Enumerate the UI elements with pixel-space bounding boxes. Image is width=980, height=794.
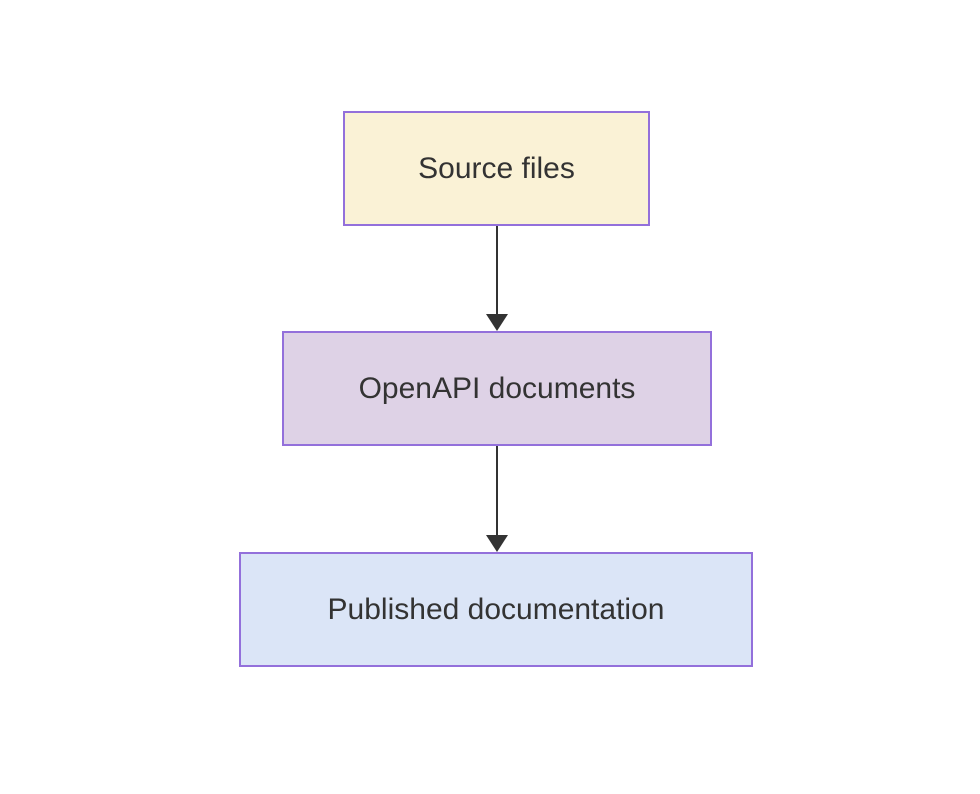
node-openapi-documents: OpenAPI documents [282, 331, 712, 446]
edge-openapi-to-published [485, 446, 509, 552]
node-source-files: Source files [343, 111, 650, 226]
edge-source-to-openapi [485, 226, 509, 331]
node-openapi-documents-label: OpenAPI documents [358, 371, 636, 405]
node-published-documentation: Published documentation [239, 552, 753, 667]
arrowhead-down-icon [486, 314, 508, 331]
arrow-line [496, 226, 498, 314]
node-source-files-label: Source files [418, 151, 575, 185]
arrowhead-down-icon [486, 535, 508, 552]
arrow-line [496, 446, 498, 535]
node-published-documentation-label: Published documentation [327, 592, 665, 626]
